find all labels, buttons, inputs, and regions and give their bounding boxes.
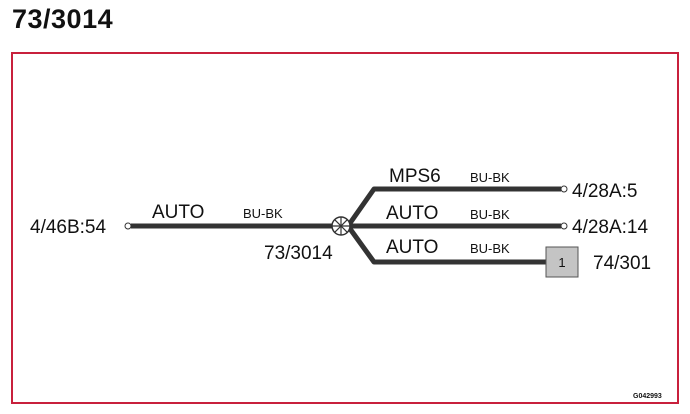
branch-middle-connector: 4/28A:14	[572, 217, 648, 238]
component-box	[545, 246, 579, 278]
branch-bottom-color: BU-BK	[470, 241, 510, 256]
top-connector-pin-icon	[560, 185, 568, 193]
branch-wire-top	[345, 186, 561, 228]
diagram-title: 73/3014	[12, 4, 114, 34]
branch-top-color: BU-BK	[470, 170, 510, 185]
splice-icon	[331, 216, 351, 236]
branch-middle-color: BU-BK	[470, 207, 510, 222]
branch-middle-circuit: AUTO	[386, 203, 438, 224]
branch-bottom-circuit: AUTO	[386, 237, 438, 258]
diagram-frame	[11, 52, 679, 404]
branch-wire-bottom	[345, 224, 546, 265]
figure-code: G042993	[633, 393, 662, 400]
main-wire-circuit: AUTO	[152, 202, 204, 223]
left-connector-pin-icon	[124, 222, 132, 230]
middle-connector-pin-icon	[560, 222, 568, 230]
left-connector-label: 4/46B:54	[30, 217, 106, 238]
branch-top-connector: 4/28A:5	[572, 181, 638, 202]
component-box-label: 1	[558, 255, 565, 270]
branch-top-circuit: MPS6	[389, 166, 441, 187]
splice-label: 73/3014	[264, 243, 333, 264]
branch-bottom-connector: 74/301	[593, 253, 651, 274]
main-wire-color: BU-BK	[243, 206, 283, 221]
